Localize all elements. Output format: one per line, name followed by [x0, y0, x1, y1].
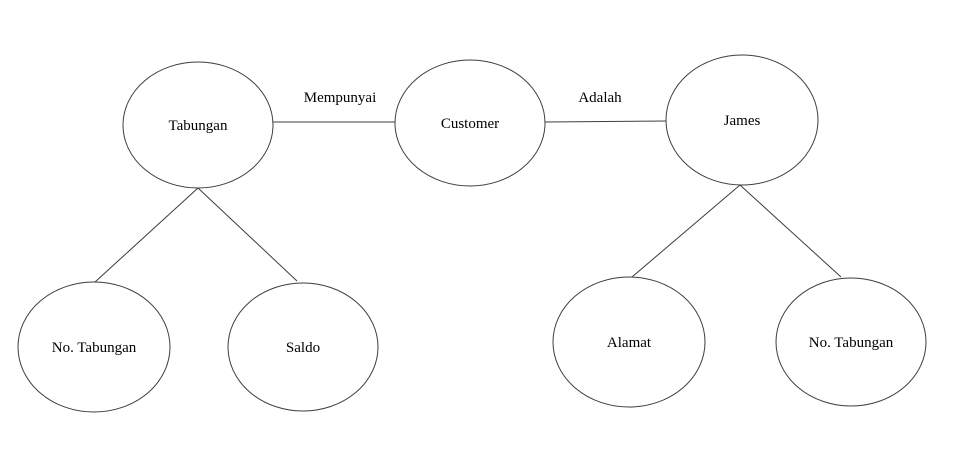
node-no-tabungan-left-label: No. Tabungan [52, 340, 137, 356]
node-saldo-label: Saldo [286, 340, 320, 356]
node-alamat: Alamat [552, 276, 706, 408]
node-tabungan-ellipse [122, 61, 274, 189]
node-no-tabungan-left: No. Tabungan [17, 281, 171, 413]
edge-customer-james [544, 120, 668, 123]
node-james-ellipse [665, 54, 819, 186]
node-alamat-label: Alamat [607, 335, 652, 351]
node-no-tabungan-right-label: No. Tabungan [809, 335, 894, 351]
node-alamat-ellipse [552, 276, 706, 408]
node-no-tabungan-left-ellipse [17, 281, 171, 413]
node-customer-label: Customer [441, 116, 499, 132]
edge-label-adalah: Adalah [578, 90, 622, 106]
node-no-tabungan-right-ellipse [775, 277, 927, 407]
node-saldo-ellipse [227, 282, 379, 412]
edge-tabungan-saldo [197, 187, 298, 282]
node-tabungan: Tabungan [122, 61, 274, 189]
edge-label-mempunyai: Mempunyai [304, 90, 377, 106]
node-customer: Customer [394, 59, 546, 187]
edge-james-no-tabungan-right [739, 184, 842, 278]
edge-tabungan-no-tabungan-left [94, 187, 199, 283]
node-james: James [665, 54, 819, 186]
edge-james-alamat [631, 184, 741, 278]
node-tabungan-label: Tabungan [169, 118, 228, 134]
node-saldo: Saldo [227, 282, 379, 412]
node-no-tabungan-right: No. Tabungan [775, 277, 927, 407]
node-customer-ellipse [394, 59, 546, 187]
node-james-label: James [724, 113, 761, 129]
